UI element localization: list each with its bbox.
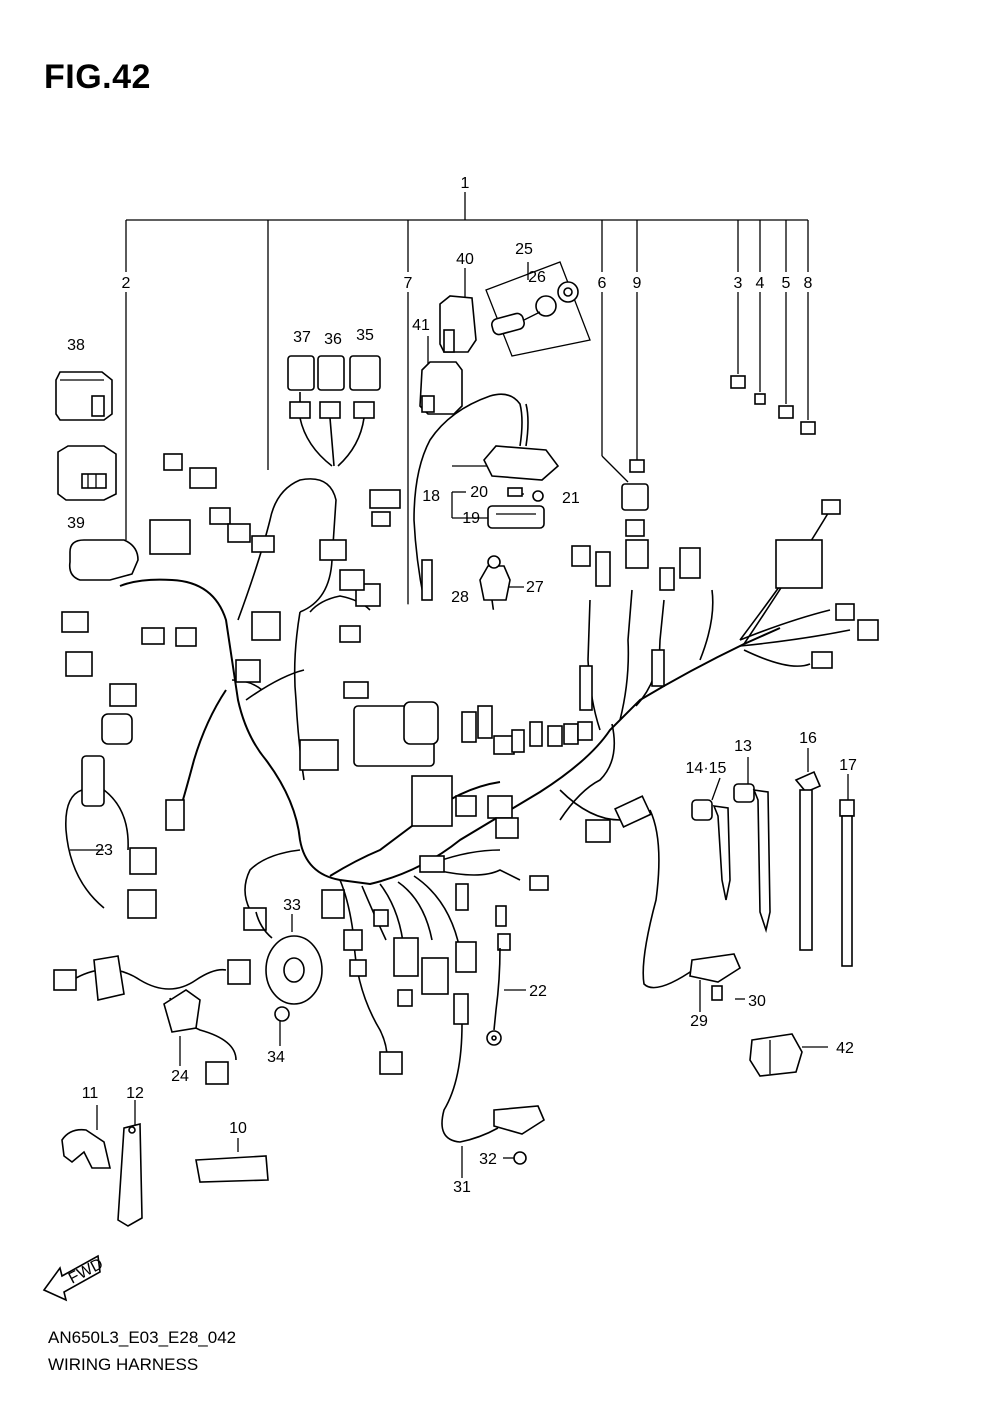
callout-35: 35 — [356, 327, 374, 344]
callout-5: 5 — [782, 275, 791, 292]
fuse-5 — [778, 405, 794, 419]
clamp-11 — [61, 1128, 112, 1169]
cable-tie-16 — [794, 770, 822, 951]
callout-28: 28 — [451, 589, 469, 606]
fuse-3 — [730, 375, 746, 389]
fuse-8 — [800, 421, 816, 435]
cable-tie-17 — [839, 799, 855, 967]
callout-labels: 1 2 7 6 9 3 4 5 8 40 25 26 41 37 36 35 3… — [67, 175, 857, 1196]
bolt-34 — [274, 1006, 290, 1022]
fuse-20 — [507, 487, 523, 497]
callout-3: 3 — [734, 275, 743, 292]
connectors — [61, 453, 879, 1075]
relay-40 — [439, 295, 477, 353]
callout-16: 16 — [799, 730, 817, 747]
callout-11: 11 — [82, 1085, 99, 1102]
callout-10: 10 — [229, 1120, 247, 1137]
clamp-13 — [733, 783, 771, 933]
band-12 — [117, 1122, 143, 1227]
callout-25: 25 — [515, 241, 533, 258]
sub-harness-23 — [65, 755, 157, 919]
callout-33: 33 — [283, 897, 301, 914]
pad-10 — [195, 1155, 269, 1183]
callout-12: 12 — [126, 1085, 144, 1102]
callout-36: 36 — [324, 331, 342, 348]
callout-1: 1 — [461, 175, 470, 192]
callout-30: 30 — [748, 993, 766, 1010]
callout-9: 9 — [633, 275, 642, 292]
callout-7: 7 — [404, 275, 413, 292]
relay-39 — [57, 445, 117, 501]
callout-31: 31 — [453, 1179, 471, 1196]
callout-20: 20 — [470, 484, 488, 501]
callout-24: 24 — [171, 1068, 189, 1085]
callout-34: 34 — [267, 1049, 285, 1066]
leader-lines — [70, 262, 849, 1178]
screw-21 — [532, 490, 544, 502]
fuse-box-18 — [413, 393, 560, 601]
callout-26: 26 — [528, 269, 546, 286]
relay-37 — [287, 355, 315, 419]
callout-29: 29 — [690, 1013, 708, 1030]
callout-37: 37 — [293, 329, 311, 346]
callout-41: 41 — [412, 317, 430, 334]
forward-arrow-icon: FWD — [42, 1254, 106, 1302]
callout-38: 38 — [67, 337, 85, 354]
horn-33 — [255, 911, 323, 1005]
forward-arrow-label: FWD — [66, 1255, 106, 1287]
callout-17: 17 — [839, 757, 857, 774]
callout-21: 21 — [562, 490, 580, 507]
callout-14-15: 14·15 — [686, 760, 727, 777]
callout-19: 19 — [462, 510, 480, 527]
sub-harness-24 — [53, 955, 251, 1085]
fuse-box-cover-19 — [487, 505, 545, 529]
part-25-kit — [485, 261, 591, 357]
clamp-14-15 — [691, 799, 731, 901]
relay-35 — [349, 355, 381, 419]
sensor-31 — [441, 993, 546, 1165]
callout-40: 40 — [456, 251, 474, 268]
figure-code: AN650L3_E03_E28_042 — [48, 1328, 237, 1347]
callout-23: 23 — [95, 842, 113, 859]
relay-38 — [55, 371, 113, 421]
callout-42: 42 — [836, 1040, 854, 1057]
holder-42 — [749, 1033, 803, 1077]
fuse-9 — [629, 459, 645, 473]
figure-name: WIRING HARNESS — [48, 1355, 199, 1374]
sensor-29 — [642, 809, 742, 1001]
callout-6: 6 — [598, 275, 607, 292]
fuse-4 — [754, 393, 766, 405]
callout-39: 39 — [67, 515, 85, 532]
relay-36 — [317, 355, 345, 419]
callout-32: 32 — [479, 1151, 497, 1168]
relay-41 — [419, 361, 463, 415]
callout-8: 8 — [804, 275, 813, 292]
callout-13: 13 — [734, 738, 752, 755]
callout-22: 22 — [529, 983, 547, 1000]
callout-2: 2 — [122, 275, 131, 292]
lead-wire-22 — [486, 947, 502, 1046]
figure-title: FIG.42 — [44, 58, 151, 96]
part-1-bracket — [125, 192, 809, 470]
fuse-holder-6 — [621, 483, 649, 537]
callout-18: 18 — [422, 488, 440, 505]
harness-cover — [68, 539, 139, 581]
callout-27: 27 — [526, 579, 544, 596]
callout-4: 4 — [756, 275, 765, 292]
